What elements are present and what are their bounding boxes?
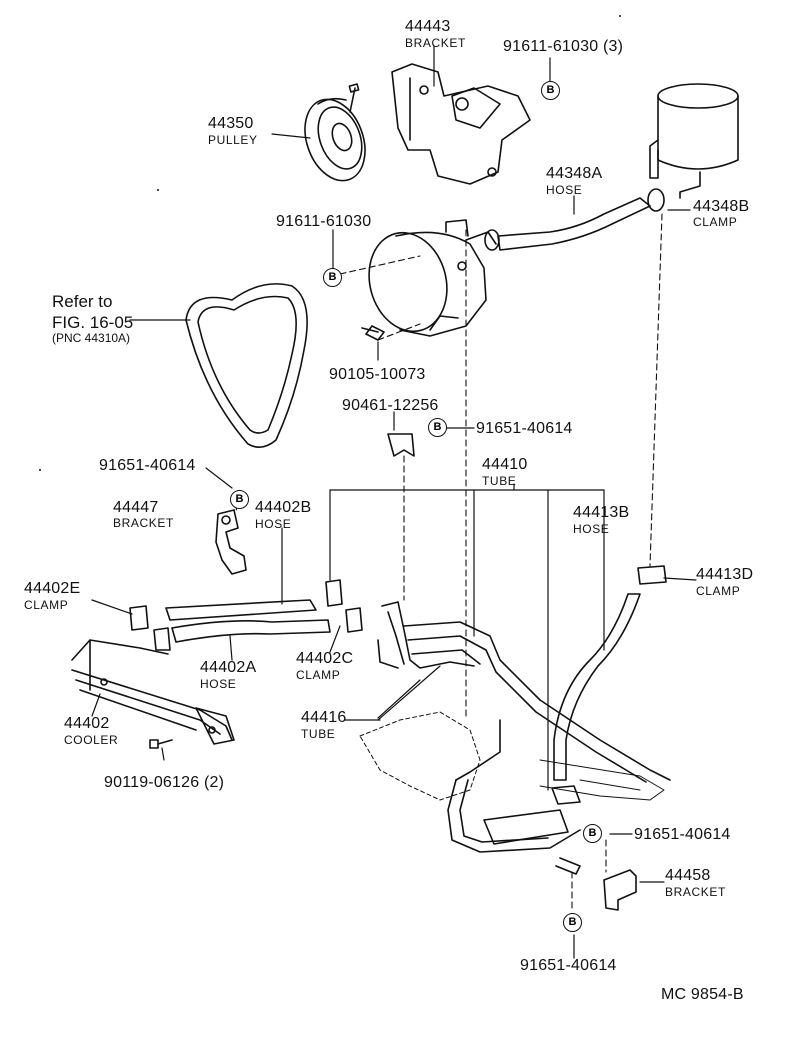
bolts-drawing bbox=[149, 327, 379, 749]
cooler-44402-drawing bbox=[71, 639, 235, 745]
part-44402b-number: 44402B bbox=[255, 499, 312, 516]
assembly-dashed-lines bbox=[235, 213, 663, 911]
refer-pnc-line: (PNC 44310A) bbox=[52, 331, 131, 345]
part-44458-number: 44458 bbox=[665, 867, 711, 884]
part-91651-40614-c-number: 91651-40614 bbox=[634, 826, 731, 843]
part-90119-06126-number: 90119-06126 (2) bbox=[104, 774, 225, 791]
refer-to-line: Refer to bbox=[52, 292, 113, 311]
bracket-44458-drawing bbox=[603, 869, 637, 911]
part-44410-name: TUBE bbox=[482, 474, 517, 488]
part-44447-number: 44447 bbox=[113, 499, 159, 516]
reservoir-drawing bbox=[649, 83, 739, 199]
part-44402-name: COOLER bbox=[64, 733, 119, 747]
part-44402c-number: 44402C bbox=[296, 650, 354, 667]
refer-fig-line: FIG. 16-05 bbox=[52, 313, 134, 332]
part-44348a-name: HOSE bbox=[546, 183, 583, 197]
part-91651-40614-b-number: 91651-40614 bbox=[99, 457, 196, 474]
part-44350-number: 44350 bbox=[208, 115, 254, 132]
diagram-id: MC 9854-B bbox=[661, 986, 744, 1003]
bolt-symbol-5: B bbox=[583, 824, 602, 843]
part-44443-number: 44443 bbox=[405, 18, 451, 35]
part-44348a-number: 44348A bbox=[546, 165, 603, 182]
clip-90461-drawing bbox=[387, 433, 415, 457]
part-44413d-name: CLAMP bbox=[696, 584, 741, 598]
part-44458-name: BRACKET bbox=[665, 885, 726, 899]
hose-44413b-drawing bbox=[553, 593, 641, 781]
bolt-symbol-1: B bbox=[541, 81, 560, 100]
part-44348b-number: 44348B bbox=[693, 198, 750, 215]
part-44350-name: PULLEY bbox=[208, 133, 258, 147]
clamp-44348b-drawing bbox=[484, 188, 665, 251]
clamps-drawing bbox=[129, 565, 667, 805]
part-44447-name: BRACKET bbox=[113, 516, 174, 530]
pulley-drawing bbox=[304, 83, 366, 182]
bolt-symbol-6: B bbox=[563, 913, 582, 932]
part-44402a-name: HOSE bbox=[200, 677, 237, 691]
bolt-symbol-4: B bbox=[230, 490, 249, 509]
bolt-symbol-3: B bbox=[428, 418, 447, 437]
part-91611-61030-3-number: 91611-61030 (3) bbox=[503, 38, 624, 55]
hoses-44402-drawing bbox=[165, 599, 331, 643]
part-44402e-name: CLAMP bbox=[24, 598, 69, 612]
part-90105-10073-number: 90105-10073 bbox=[329, 366, 426, 383]
scan-dots bbox=[29, 15, 621, 589]
leader-lines bbox=[91, 45, 697, 959]
part-44416-name: TUBE bbox=[301, 727, 336, 741]
part-91611-61030-number: 91611-61030 bbox=[276, 213, 372, 230]
tube-44410-drawing bbox=[403, 621, 671, 875]
part-90461-12256-number: 90461-12256 bbox=[342, 397, 439, 414]
part-44416-number: 44416 bbox=[301, 709, 347, 726]
drive-belt-drawing bbox=[185, 283, 308, 448]
part-44402c-name: CLAMP bbox=[296, 668, 341, 682]
part-91651-40614-d-number: 91651-40614 bbox=[520, 957, 617, 974]
part-44413b-name: HOSE bbox=[573, 522, 610, 536]
part-44413d-number: 44413D bbox=[696, 566, 754, 583]
part-44402-number: 44402 bbox=[64, 715, 110, 732]
part-44402a-number: 44402A bbox=[200, 659, 257, 676]
bracket-44447-drawing bbox=[215, 509, 247, 575]
bolt-symbol-2: B bbox=[323, 268, 342, 287]
part-44443-name: BRACKET bbox=[405, 36, 466, 50]
part-44402e-number: 44402E bbox=[24, 580, 81, 597]
part-91651-40614-a-number: 91651-40614 bbox=[476, 420, 573, 437]
bracket-44443-drawing bbox=[391, 63, 531, 185]
part-44413b-number: 44413B bbox=[573, 504, 630, 521]
part-44348b-name: CLAMP bbox=[693, 215, 738, 229]
power-steering-pump-drawing bbox=[365, 219, 497, 341]
steering-gear-drawing bbox=[359, 711, 665, 801]
part-44410-number: 44410 bbox=[482, 456, 528, 473]
part-44402b-name: HOSE bbox=[255, 517, 292, 531]
tube-44416-drawing bbox=[377, 601, 475, 669]
